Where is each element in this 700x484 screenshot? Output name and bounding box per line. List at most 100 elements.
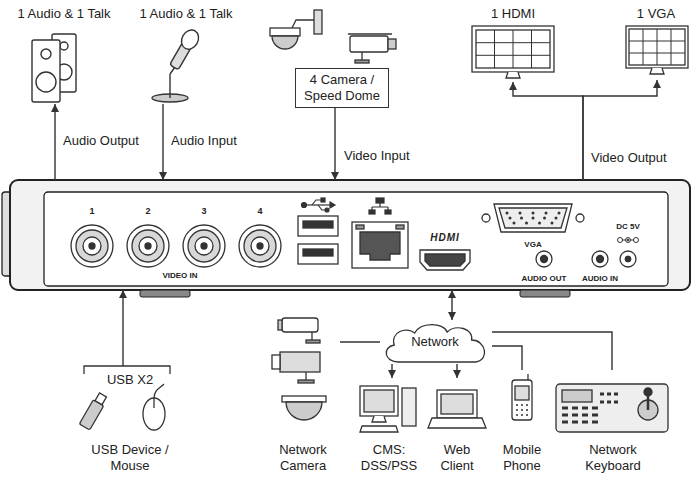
vga-monitor-icon [629, 29, 685, 65]
mouse-icon [143, 384, 165, 430]
network-symbol [385, 210, 391, 214]
vga-pins [532, 217, 535, 220]
connector-line [162, 104, 163, 180]
network-camera-icon [278, 320, 282, 330]
vga-pins [506, 212, 561, 225]
bnc-connector [201, 243, 207, 249]
speaker-icon [41, 49, 51, 59]
bullet-camera-icon [388, 39, 396, 49]
usb-stick-icon [79, 392, 108, 430]
dvr-housing [10, 180, 690, 290]
dc-power-jack [626, 238, 631, 243]
cms-computer: CMS: DSS/PSS [356, 378, 422, 478]
connector-line [492, 332, 612, 370]
vga-pins [525, 222, 528, 225]
computer-icon [360, 386, 416, 432]
connector-line [513, 82, 583, 180]
channel-number: 1 [82, 206, 102, 217]
connector-group [55, 80, 657, 378]
dvr-rear-panel: 1234VIDEO INHDMIVGAAUDIO OUTAUDIO INDC 5… [10, 180, 690, 290]
network-symbol [369, 210, 375, 214]
microphone-icon [167, 27, 202, 71]
web-client-laptop: Web Client [428, 378, 486, 478]
connector-line [451, 290, 452, 320]
speaker-icon [32, 40, 60, 102]
vga-pins [551, 222, 554, 225]
network-camera-icon [311, 332, 312, 340]
computer-icon [360, 426, 398, 432]
connector-line [122, 290, 123, 366]
speaker-icon [60, 42, 68, 50]
usb-symbol [302, 203, 307, 208]
mouse-icon [143, 398, 165, 430]
dc-power-jack [623, 240, 634, 241]
network-symbol [376, 198, 384, 203]
network-camera-icon [282, 318, 318, 332]
vga-pins [538, 222, 541, 225]
vga-monitor-icon [650, 68, 664, 74]
speed-dome-icon [270, 10, 322, 49]
laptop-icon [437, 390, 477, 418]
connector-line [456, 364, 457, 378]
connector-label: Video Input [343, 148, 411, 164]
bnc-connector [195, 237, 213, 255]
network-symbol [372, 203, 388, 210]
ethernet-port [352, 222, 408, 268]
bnc-connector [244, 230, 276, 262]
audio-jack [536, 251, 608, 267]
node-label: USB Device / Mouse [85, 442, 175, 473]
usb-port [298, 216, 338, 236]
channel-number: 2 [138, 206, 158, 217]
usb-symbol [321, 198, 325, 202]
bnc-connector [71, 225, 113, 267]
audio-jack [592, 251, 608, 267]
mobile-phone-icon [516, 405, 528, 415]
hdmi-logo: HDMI [420, 232, 470, 244]
usb-symbol [302, 198, 336, 212]
vga-monitor-icon [629, 29, 685, 65]
ethernet-port [396, 225, 404, 229]
speed-dome-icon [270, 28, 300, 36]
vga-pins [558, 212, 561, 215]
usb-symbol [325, 208, 329, 212]
vga-monitor: 1 VGA [620, 4, 694, 80]
bnc-connector [76, 230, 108, 262]
audio-jack [536, 251, 552, 267]
network-camera: Network Camera [266, 310, 340, 478]
vga-pins [513, 222, 516, 225]
network-keyboard-icon [562, 390, 592, 402]
node-label: Network Camera [270, 442, 336, 473]
bnc-connector [139, 237, 157, 255]
network-keyboard: Network Keyboard [550, 370, 676, 478]
usb-port [298, 216, 338, 264]
vga-pins [543, 217, 546, 220]
bnc-connector [145, 243, 151, 249]
hdmi-monitor-icon [472, 26, 554, 72]
node-label: 4 Camera / Speed Dome [299, 72, 385, 103]
bullet-camera-icon [361, 52, 362, 60]
node-label: CMS: DSS/PSS [358, 442, 420, 473]
vga-port [482, 214, 490, 222]
mobile-phone: Mobile Phone [498, 370, 546, 478]
port-label: AUDIO OUT [519, 274, 569, 284]
network-camera-icon [280, 352, 320, 372]
vga-port [576, 214, 584, 222]
usb-stick-icon [79, 392, 108, 430]
node-label: 1 VGA [620, 6, 692, 22]
hdmi-port [420, 250, 470, 270]
network-keyboard-icon [600, 394, 618, 402]
dc-power-jack [625, 256, 631, 262]
network-symbol [369, 198, 391, 214]
node-label: 1 HDMI [468, 6, 558, 22]
microphone-device: 1 Audio & 1 Talk [126, 4, 248, 104]
port-label: VIDEO IN [150, 271, 210, 281]
bnc-connector [132, 230, 164, 262]
network-keyboard-icon [562, 408, 598, 422]
mobile-phone-icon [527, 374, 528, 380]
network-camera-icon [272, 355, 280, 369]
ethernet-port [360, 232, 400, 260]
node-label: 1 Audio & 1 Talk [6, 6, 122, 22]
vga-monitor-icon [626, 26, 688, 68]
dc-power-jack [627, 239, 629, 241]
usb-symbol [318, 205, 325, 210]
